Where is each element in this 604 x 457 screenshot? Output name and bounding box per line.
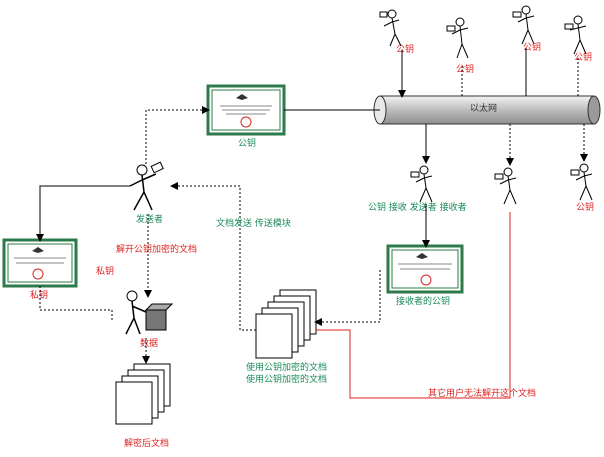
others-path	[316, 212, 511, 399]
private-certificate: 私钥	[2, 238, 78, 301]
top-user-4-label: 公钥	[574, 51, 592, 63]
recipient-certificate: 接收者的公钥	[386, 244, 464, 307]
output-documents: 解密后文档	[115, 363, 171, 449]
recipient-group-label: 公钥 接收 发送者 接收者	[368, 201, 467, 213]
top-user-2: 公钥	[446, 17, 474, 75]
private-cert-label: 私钥	[30, 289, 48, 301]
bottom-user-3-label: 公钥	[576, 201, 594, 213]
top-user-1-label: 公钥	[396, 43, 414, 55]
bottom-user-3: 公钥	[570, 163, 594, 213]
recipient-cert-label: 接收者的公钥	[396, 295, 450, 307]
encrypted-to-sender	[170, 182, 256, 331]
cert-to-encrypted	[314, 270, 381, 326]
output-docs-label: 解密后文档	[124, 437, 169, 449]
package-label: 数据	[140, 337, 158, 349]
bottom-user-2	[494, 167, 517, 205]
public-cert-label: 公钥	[238, 137, 256, 149]
public-certificate: 公钥	[206, 84, 286, 149]
bottom-user-1	[410, 165, 433, 203]
top-user-3: 公钥	[512, 5, 541, 53]
decrypt-note: 解开公钥加密的文档	[116, 243, 197, 255]
encrypted-documents: 使用公钥加密的文档 使用公钥加密的文档	[246, 289, 330, 385]
top-user-4: 公钥	[564, 15, 592, 63]
transfer-note: 文档发送 传送模块	[216, 217, 291, 229]
private-to-decrypt	[39, 286, 113, 320]
sender-to-private	[36, 185, 130, 242]
left-key-note: 私钥	[96, 265, 114, 277]
sender-to-cert	[145, 106, 210, 164]
top-user-3-label: 公钥	[523, 41, 541, 53]
package-person: 数据	[125, 290, 174, 349]
others-note: 其它用户无法解开这个文档	[428, 387, 536, 399]
network-label: 以太网	[470, 102, 497, 114]
sender-person: 发送者	[129, 161, 164, 225]
network-pipe: 以太网	[373, 95, 601, 125]
encrypted-docs-label: 使用公钥加密的文档 使用公钥加密的文档	[246, 361, 330, 385]
top-user-1: 公钥	[379, 9, 414, 55]
top-user-2-label: 公钥	[456, 63, 474, 75]
sender-label: 发送者	[136, 213, 163, 225]
